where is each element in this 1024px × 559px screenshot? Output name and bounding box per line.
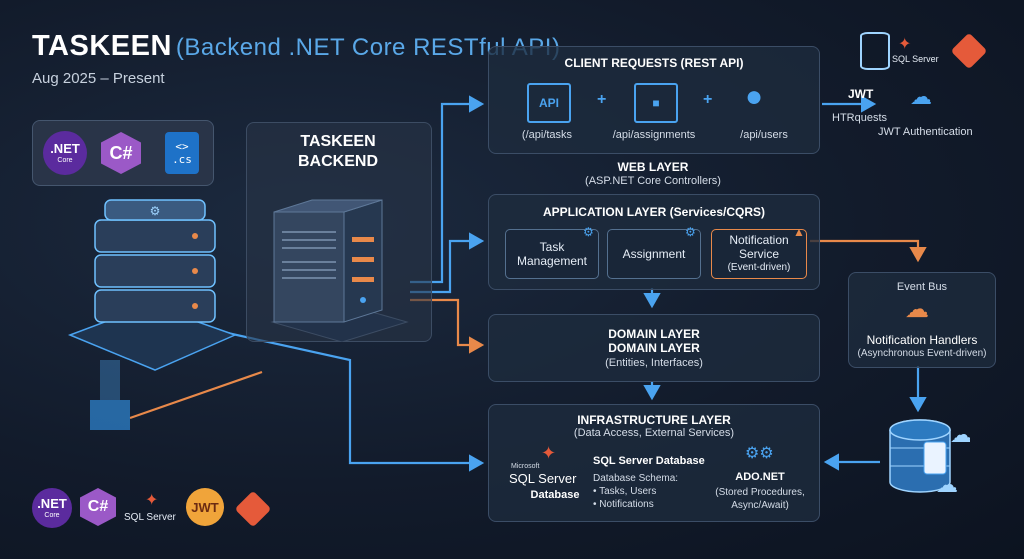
domain-layer-subtitle: (Entities, Interfaces) [605, 357, 703, 369]
event-bus-title: Event Bus [896, 281, 948, 293]
sql-server-logo-sub: Database [530, 489, 580, 501]
endpoint-users: /api/users [740, 129, 788, 141]
web-layer-subtitle: (ASP.NET Core Controllers) [585, 175, 721, 187]
sql-server-logo-text: SQL Server [509, 471, 577, 486]
server-stack-illustration: ⚙ [67, 199, 238, 430]
arrow-base-glow [129, 370, 263, 420]
db-title: SQL Server Database [593, 455, 705, 467]
api-lock-icon: API [527, 83, 571, 123]
domain-layer-panel: DOMAIN LAYER DOMAIN LAYER (Entities, Int… [488, 314, 820, 382]
db-schema-label: Database Schema: [593, 473, 679, 484]
domain-layer-title-2: DOMAIN LAYER [608, 341, 700, 355]
gears-icon: ⚙⚙ [745, 445, 774, 462]
database-cloud-icon: ☁ ☁ [889, 419, 970, 498]
sql-brand-label: Microsoft [511, 463, 540, 470]
arrow-backend-to-domain [410, 298, 485, 354]
date-range: Aug 2025 – Present [32, 70, 165, 87]
arrow-notification-to-eventbus [810, 239, 927, 263]
cs-file-icon: <>.cs [165, 132, 199, 174]
sql-server-logo-icon: ✦ [145, 492, 159, 509]
database-icon [860, 32, 890, 70]
ado-title: ADO.NET [735, 471, 785, 483]
arrow-server-to-infrastructure [213, 328, 485, 472]
gear-icon: ⚙ [685, 225, 696, 239]
sql-server-label: SQL Server [892, 54, 939, 64]
endpoint-assignments: /api/assignments [612, 129, 696, 141]
db-schema-item: • Notifications [593, 499, 654, 510]
notification-handlers-label: Notification Handlers [866, 333, 978, 347]
event-bus-panel: Event Bus ☁ Notification Handlers (Async… [848, 272, 996, 368]
plus-icon: + [597, 91, 607, 108]
client-requests-panel: CLIENT REQUESTS (REST API) API + ■ + ● (… [488, 46, 820, 154]
jwt-auth-label: JWT Authentication [878, 126, 973, 138]
gear-icon: ⚙ [583, 225, 594, 239]
infrastructure-layer-title: INFRASTRUCTURE LAYER [577, 413, 731, 427]
ado-line1: (Stored Procedures, [715, 487, 805, 498]
assignment-box: Assignment [607, 229, 701, 279]
jwt-logo-icon: JWT [186, 488, 224, 526]
backend-server-icon [270, 199, 409, 342]
web-layer-title: WEB LAYER [617, 160, 689, 174]
jwt-title: JWT [848, 87, 874, 101]
domain-layer-title: DOMAIN LAYER [608, 327, 700, 341]
cloud-event-icon: ☁ [905, 296, 929, 323]
csharp-icon: C# [101, 132, 141, 174]
svg-text:☁: ☁ [936, 473, 958, 498]
plus-icon: + [703, 91, 713, 108]
application-layer-title: APPLICATION LAYER (Services/CQRS) [542, 205, 766, 219]
client-requests-title: CLIENT REQUESTS (REST API) [564, 56, 744, 70]
sql-server-logo-icon: ✦ [898, 36, 912, 53]
users-icon: ● [745, 80, 764, 113]
page-title: TASKEEN(Backend .NET Core RESTful API) [32, 30, 561, 62]
infrastructure-layer-subtitle: (Data Access, External Services) [573, 427, 735, 439]
db-schema-item: • Tasks, Users [593, 486, 657, 497]
svg-text:☁: ☁ [950, 423, 970, 448]
infrastructure-layer-panel: INFRASTRUCTURE LAYER (Data Access, Exter… [488, 404, 820, 522]
sql-server-label: SQL Server [124, 512, 176, 523]
notification-handlers-sub: (Asynchronous Event-driven) [857, 348, 987, 359]
ado-line2: Async/Await) [731, 500, 789, 511]
cloud-lock-icon: ☁ [910, 84, 932, 109]
bell-icon: ▲ [793, 225, 805, 239]
svg-text:⚙: ⚙ [150, 204, 161, 218]
endpoint-tasks: (/api/tasks [521, 129, 573, 141]
jwt-requests-label: HTRquests [832, 112, 888, 124]
window-lock-icon: ■ [634, 83, 678, 123]
sql-server-logo-icon: ✦ [541, 443, 557, 463]
